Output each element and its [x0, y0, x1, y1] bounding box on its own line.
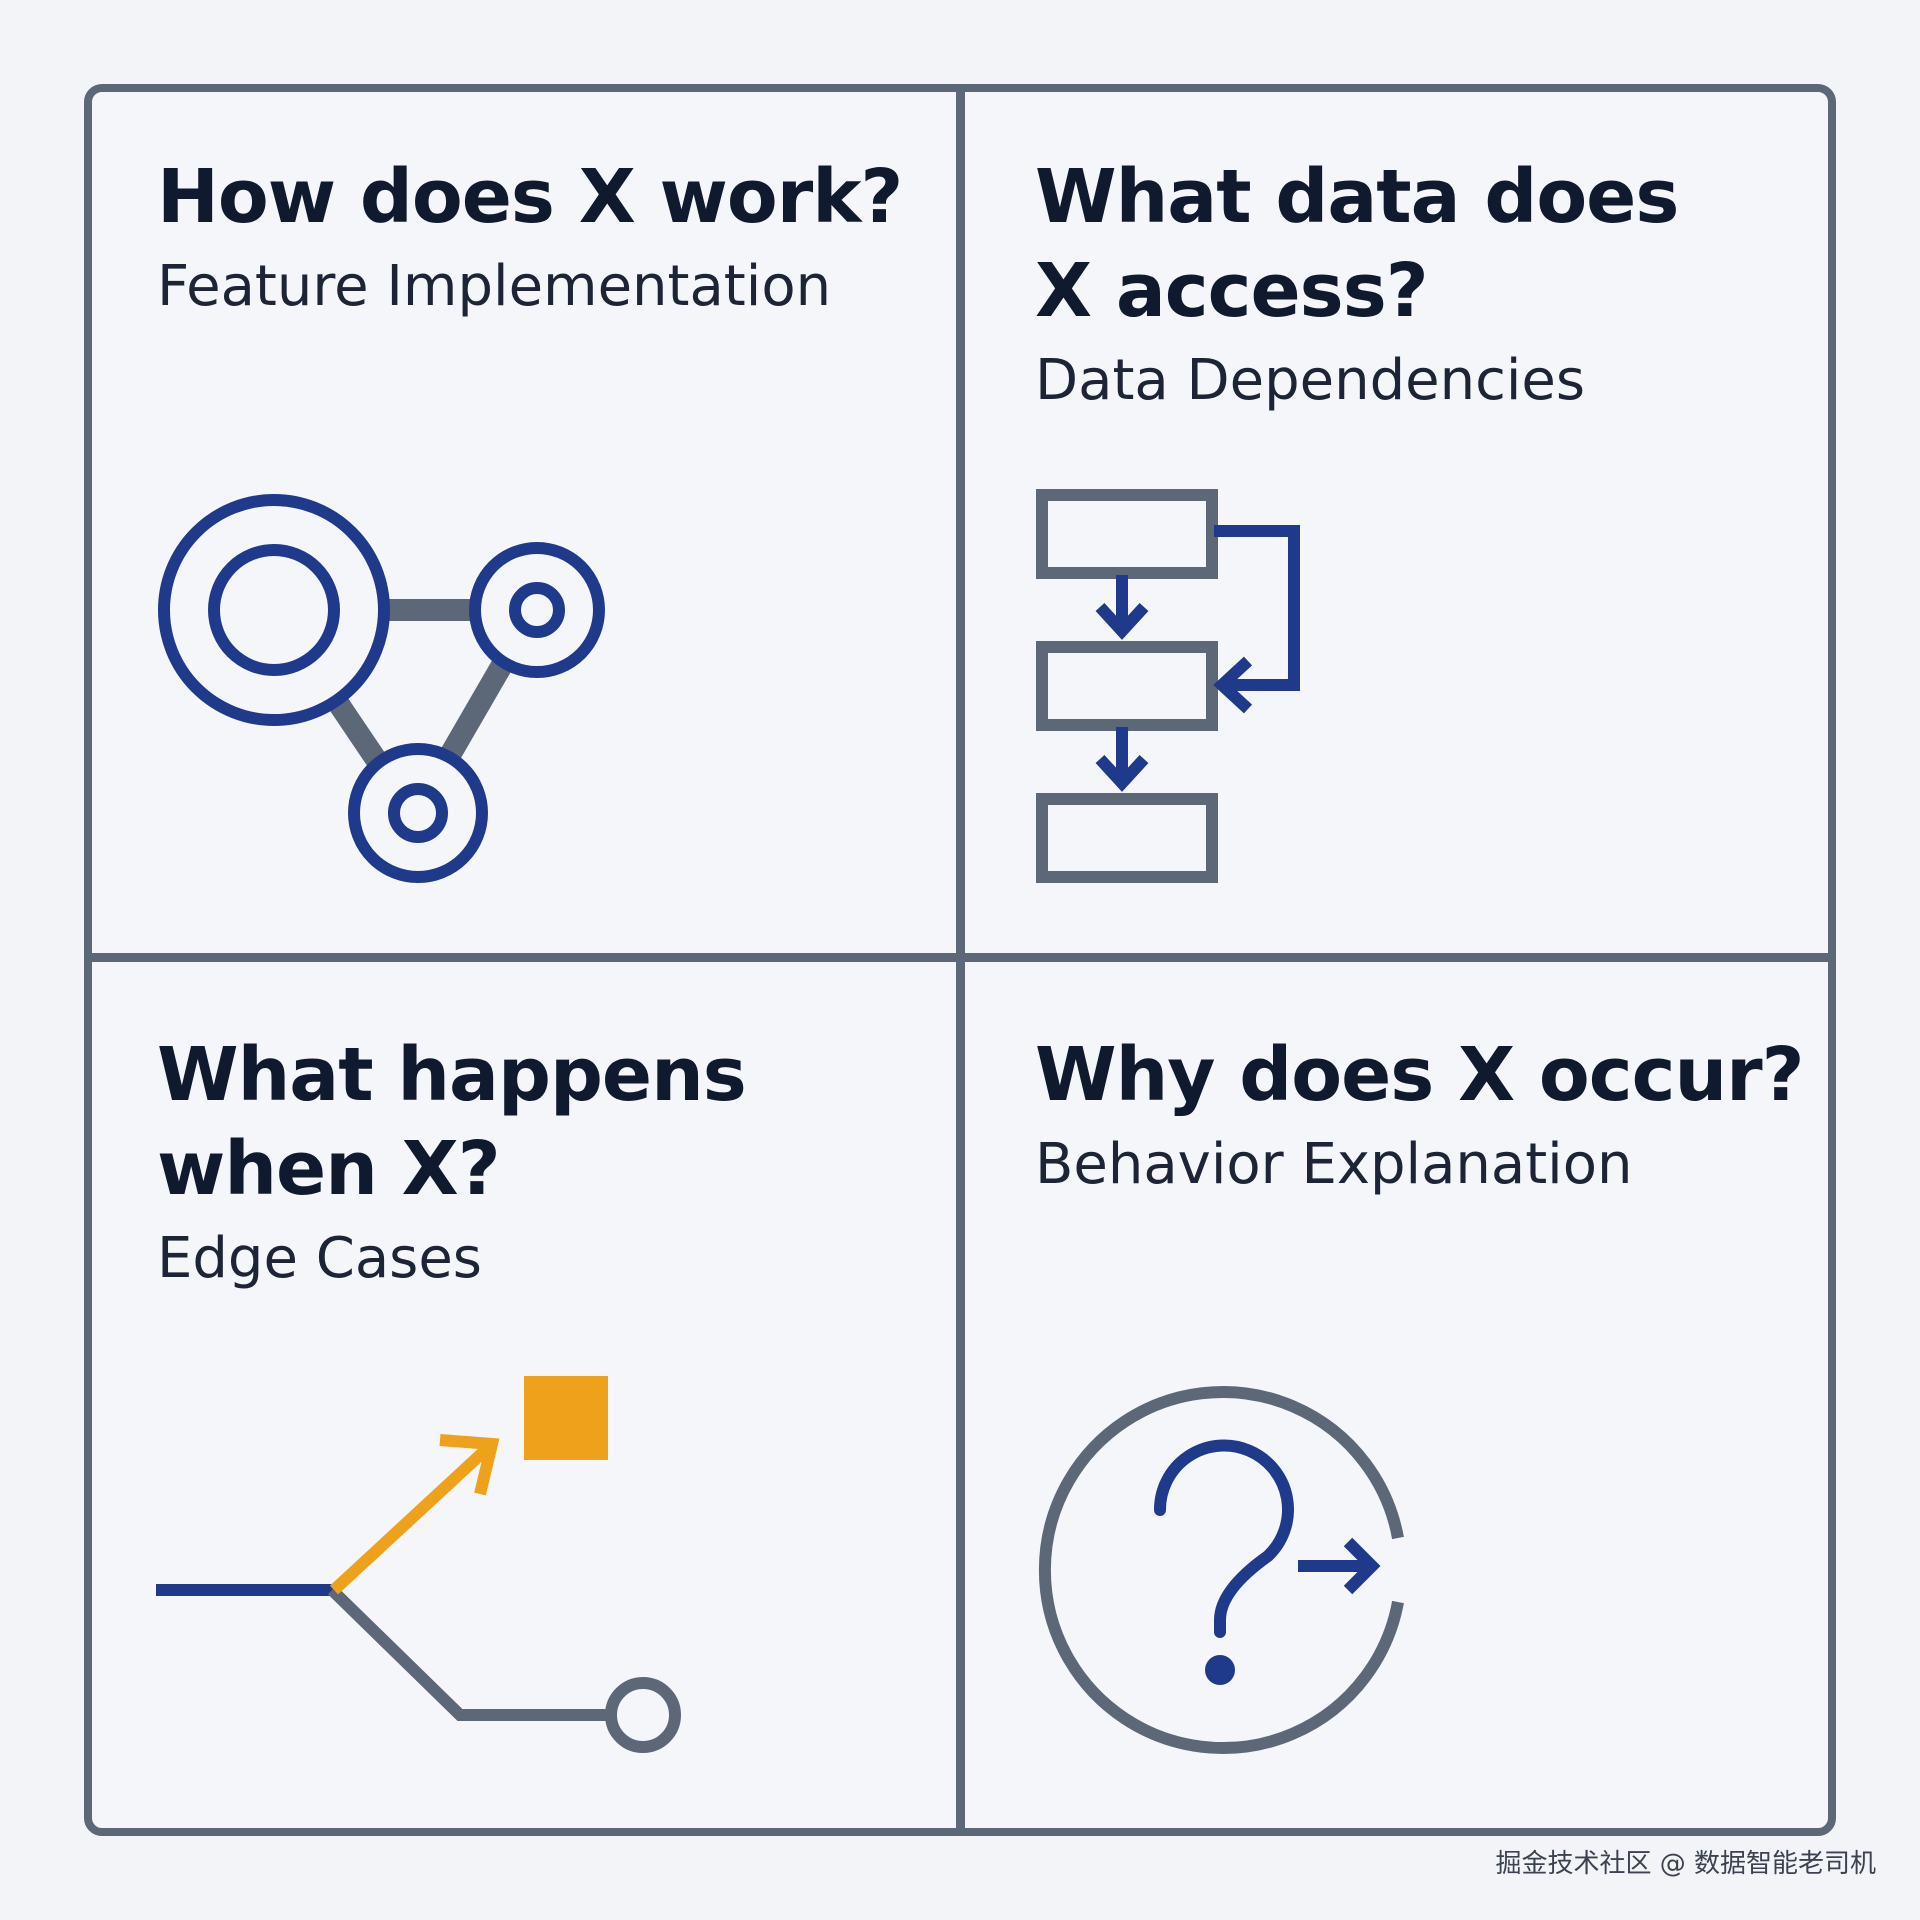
horizontal-divider — [84, 953, 1836, 962]
quadrant-title: What happens when X? — [157, 1032, 747, 1212]
quadrant-subtitle: Behavior Explanation — [1035, 1132, 1633, 1197]
branching-path-icon — [156, 1376, 681, 1753]
question-circle-icon — [1038, 1386, 1404, 1754]
watermark: 掘金技术社区 @ 数据智能老司机 — [1495, 1849, 1876, 1879]
quadrant-subtitle: Feature Implementation — [157, 254, 832, 319]
quadrant-edge-cases: What happens when X? Edge Cases — [157, 1028, 1017, 1294]
connected-nodes-icon — [158, 494, 605, 883]
quadrant-data-dependencies: What data does X access? Data Dependenci… — [1035, 150, 1895, 416]
quadrant-title: What data does X access? — [1035, 154, 1679, 334]
quadrant-title: How does X work? — [157, 154, 903, 240]
quadrant-subtitle: Data Dependencies — [1035, 348, 1586, 413]
quadrant-title: Why does X occur? — [1035, 1032, 1805, 1118]
quadrant-behavior-explanation: Why does X occur? Behavior Explanation — [1035, 1028, 1895, 1200]
quadrant-subtitle: Edge Cases — [157, 1226, 482, 1291]
data-flow-icon — [1036, 489, 1300, 883]
quadrant-feature-implementation: How does X work? Feature Implementation — [157, 150, 1017, 322]
question-dot — [1205, 1655, 1235, 1685]
